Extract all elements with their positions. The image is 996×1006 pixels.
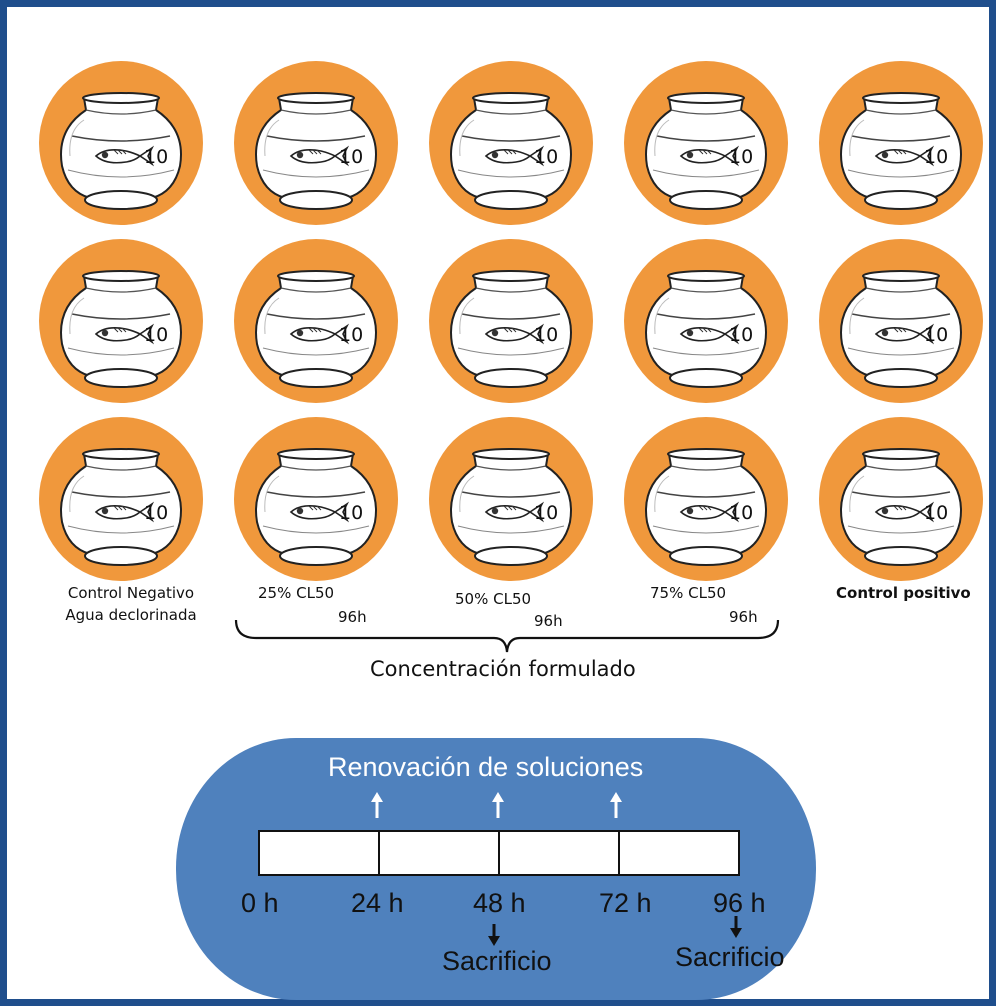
fishbowl-icon: 10 (428, 60, 594, 226)
fishbowl-icon: 10 (233, 238, 399, 404)
timeline-segment (378, 830, 500, 876)
fish-count: 10 (144, 146, 169, 168)
tick-96h: 96 h (713, 888, 766, 918)
fish-count: 10 (924, 146, 949, 168)
fish-count: 10 (924, 502, 949, 524)
tick-24h: 24 h (351, 888, 404, 918)
fish-count: 10 (924, 324, 949, 346)
fishbowl-icon: 10 (428, 416, 594, 582)
timeline-segment (498, 830, 620, 876)
label-c25-line2: 96h (338, 608, 367, 626)
fish-count: 10 (534, 502, 559, 524)
timeline-segment (618, 830, 740, 876)
brace-label: Concentración formulado (370, 657, 636, 681)
label-c25-line1: 25% CL50 (258, 584, 335, 602)
fish-count: 10 (534, 324, 559, 346)
fishbowl-icon: 10 (623, 60, 789, 226)
fishbowl-icon: 10 (428, 238, 594, 404)
label-control-positivo: Control positivo (836, 584, 971, 602)
timeline-segment (258, 830, 380, 876)
up-arrow-icon (371, 792, 383, 818)
fishbowl-icon: 10 (623, 238, 789, 404)
brace-icon (234, 619, 780, 653)
fishbowl-icon: 10 (818, 416, 984, 582)
fishbowl-icon: 10 (233, 416, 399, 582)
timeline-title: Renovación de soluciones (328, 752, 644, 782)
fishbowl-icon: 10 (38, 238, 204, 404)
fishbowl-icon: 10 (623, 416, 789, 582)
label-c75-line2: 96h (729, 608, 758, 626)
fishbowl-icon: 10 (818, 60, 984, 226)
label-c50-line2: 96h (534, 612, 563, 630)
label-c50-line1: 50% CL50 (455, 590, 532, 608)
tick-0h: 0 h (241, 888, 279, 918)
fishbowl-icon: 10 (38, 416, 204, 582)
fish-count: 10 (144, 502, 169, 524)
fish-count: 10 (534, 146, 559, 168)
fishbowl-icon: 10 (818, 238, 984, 404)
down-arrow-icon (488, 924, 500, 946)
fish-count: 10 (144, 324, 169, 346)
fishbowl-icon: 10 (38, 60, 204, 226)
fish-count: 10 (729, 502, 754, 524)
up-arrow-icon (610, 792, 622, 818)
label-control-negativo-line2: Agua declorinada (65, 606, 197, 624)
fish-count: 10 (729, 324, 754, 346)
sacrificio-label-48h: Sacrificio (442, 946, 552, 976)
label-control-negativo: Control Negativo Agua declorinada (46, 584, 216, 624)
tick-72h: 72 h (599, 888, 652, 918)
down-arrow-icon (730, 916, 742, 938)
fish-count: 10 (339, 324, 364, 346)
label-control-negativo-line1: Control Negativo (67, 584, 195, 602)
sacrificio-label-96h: Sacrificio (675, 942, 785, 972)
fish-count: 10 (339, 146, 364, 168)
tick-48h: 48 h (473, 888, 526, 918)
up-arrow-icon (492, 792, 504, 818)
fishbowl-icon: 10 (233, 60, 399, 226)
fish-count: 10 (339, 502, 364, 524)
fish-count: 10 (729, 146, 754, 168)
label-c75-line1: 75% CL50 (650, 584, 727, 602)
